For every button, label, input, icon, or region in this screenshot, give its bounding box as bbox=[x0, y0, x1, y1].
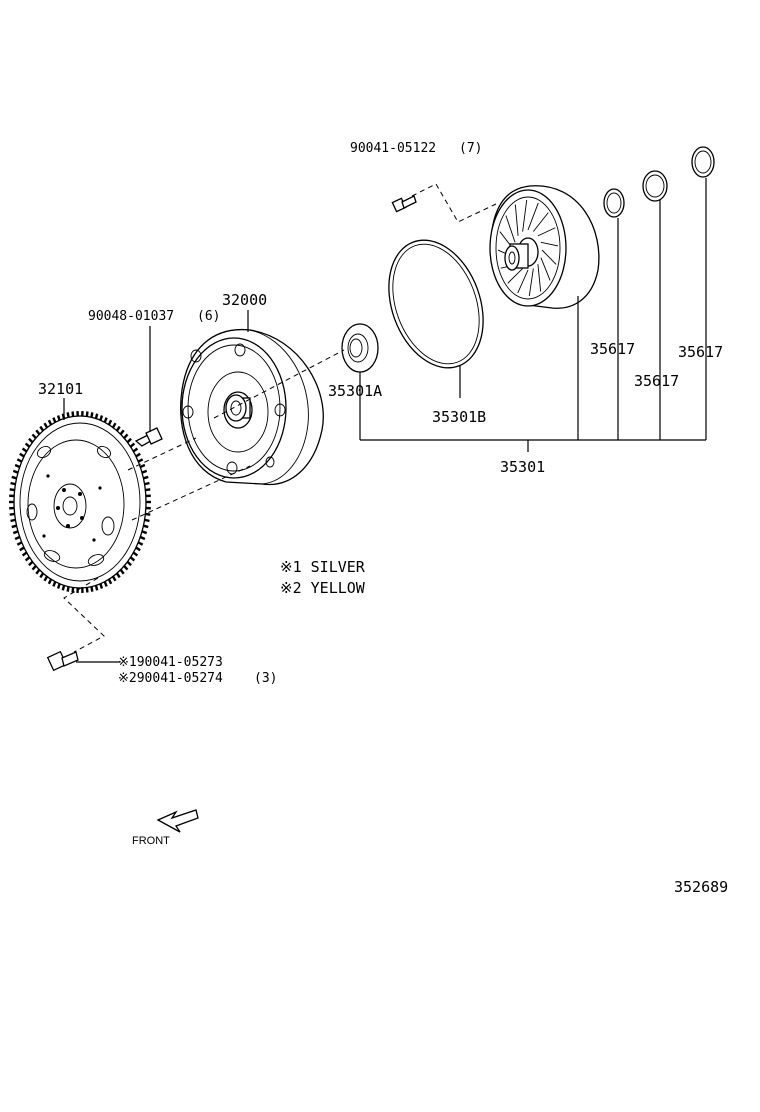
note-silver: ※1 SILVER bbox=[280, 558, 366, 576]
label-pump-bolt: 90041-05122 bbox=[350, 141, 436, 156]
oil-pump[interactable] bbox=[489, 185, 600, 309]
label-flywheel-bolt-2: ※290041-05274 bbox=[118, 671, 223, 686]
seal-ring-1[interactable] bbox=[603, 188, 625, 218]
converter-bolt[interactable] bbox=[134, 427, 163, 447]
pump-bolt[interactable] bbox=[391, 195, 417, 213]
label-o-ring: 35301B bbox=[432, 408, 486, 426]
seal-ring-3[interactable] bbox=[691, 146, 715, 178]
leader-lines bbox=[63, 178, 707, 663]
note-yellow: ※2 YELLOW bbox=[280, 579, 366, 597]
label-pump-bolt-qty: (7) bbox=[459, 141, 482, 156]
label-oil-seal: 35301A bbox=[328, 382, 382, 400]
flywheel-bolt[interactable] bbox=[46, 650, 79, 672]
front-label: FRONT bbox=[132, 835, 170, 847]
label-seal-ring-3: 35617 bbox=[678, 343, 723, 361]
label-seal-ring-2: 35617 bbox=[634, 372, 679, 390]
oil-seal[interactable] bbox=[341, 323, 379, 373]
seal-ring-2[interactable] bbox=[642, 170, 668, 202]
drive-plate[interactable] bbox=[9, 411, 151, 593]
front-arrow-icon bbox=[156, 809, 199, 833]
diagram-id: 352689 bbox=[674, 878, 728, 896]
label-flywheel-bolt-qty: (3) bbox=[254, 671, 277, 686]
o-ring[interactable] bbox=[372, 227, 500, 381]
label-seal-ring-1: 35617 bbox=[590, 340, 635, 358]
label-converter-bolt-qty: (6) bbox=[197, 309, 220, 324]
torque-converter[interactable] bbox=[180, 328, 324, 486]
label-converter-bolt: 90048-01037 bbox=[88, 309, 174, 324]
label-torque-converter: 32000 bbox=[222, 291, 267, 309]
label-drive-plate: 32101 bbox=[38, 380, 83, 398]
label-flywheel-bolt-1: ※190041-05273 bbox=[118, 655, 223, 670]
label-pump-assembly: 35301 bbox=[500, 458, 545, 476]
part-labels: 90041-05122 (7) 90048-01037 (6) 32000 32… bbox=[38, 141, 728, 896]
assembly-lines bbox=[63, 183, 497, 653]
